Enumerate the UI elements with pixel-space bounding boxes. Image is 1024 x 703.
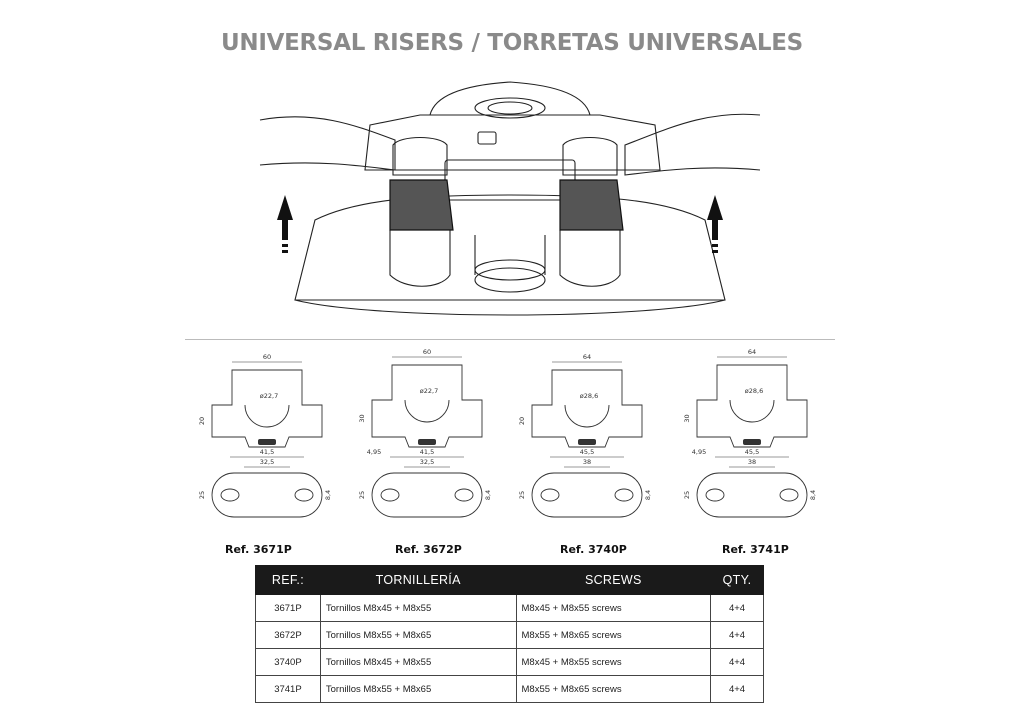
riser-body-outline xyxy=(371,364,483,448)
top-view-outline xyxy=(211,472,323,518)
mount-hole-left xyxy=(705,488,725,502)
mount-hole-left xyxy=(540,488,560,502)
bore-arc xyxy=(244,404,290,428)
cell-screws: M8x55 + M8x65 screws xyxy=(515,675,712,703)
offset-label: 4,95 xyxy=(367,448,381,456)
cell-qty: 4+4 xyxy=(710,621,764,649)
hole-spacing-outer-label: 45,5 xyxy=(745,448,759,456)
depth-label: 25 xyxy=(683,491,691,499)
mount-hole-right xyxy=(454,488,474,502)
mount-hole-left xyxy=(380,488,400,502)
cell-qty: 4+4 xyxy=(710,648,764,676)
screws-table: REF.: TORNILLERÍA SCREWS QTY. 3671P Torn… xyxy=(255,565,764,703)
header-screws: SCREWS xyxy=(515,565,712,595)
hole-diameter-label: 8,4 xyxy=(484,490,492,500)
cell-screws: M8x45 + M8x55 screws xyxy=(515,594,712,622)
table-row: 3672P Tornillos M8x55 + M8x65 M8x55 + M8… xyxy=(255,621,764,649)
brand-logo xyxy=(578,439,596,445)
header-tornilleria: TORNILLERÍA xyxy=(319,565,517,595)
brand-logo xyxy=(743,439,761,445)
ref-label-3671p: Ref. 3671P xyxy=(225,543,292,556)
hole-spacing-inner-label: 38 xyxy=(583,458,591,466)
mount-hole-left xyxy=(220,488,240,502)
top-view-outline xyxy=(531,472,643,518)
riser-body-outline xyxy=(211,369,323,448)
hole-spacing-inner-label: 32,5 xyxy=(260,458,274,466)
top-width-label: 64 xyxy=(748,348,756,356)
riser-installation-illustration xyxy=(259,81,761,316)
hole-spacing-inner-label: 32,5 xyxy=(420,458,434,466)
bore-arc xyxy=(404,399,450,423)
hole-diameter-label: 8,4 xyxy=(324,490,332,500)
hole-diameter-label: 8,4 xyxy=(809,490,817,500)
height-label: 20 xyxy=(518,417,526,425)
cell-ref: 3672P xyxy=(255,621,321,649)
hole-spacing-outer-label: 45,5 xyxy=(580,448,594,456)
top-width-label: 64 xyxy=(583,353,591,361)
ref-label-3672p: Ref. 3672P xyxy=(395,543,462,556)
depth-label: 25 xyxy=(358,491,366,499)
mount-hole-right xyxy=(614,488,634,502)
cell-ref: 3740P xyxy=(255,648,321,676)
mount-hole-right xyxy=(779,488,799,502)
technical-drawing-3672p: 60 30 ø22,7 41,5 32,5 25 8,4 4,95 xyxy=(358,348,492,518)
cell-ref: 3671P xyxy=(255,594,321,622)
brand-logo xyxy=(258,439,276,445)
cell-tornilleria: Tornillos M8x45 + M8x55 xyxy=(319,594,517,622)
top-view-outline xyxy=(696,472,808,518)
bore-label: ø22,7 xyxy=(420,387,438,395)
offset-label: 4,95 xyxy=(692,448,706,456)
table-row: 3740P Tornillos M8x45 + M8x55 M8x45 + M8… xyxy=(255,648,764,676)
top-view-outline xyxy=(371,472,483,518)
bore-label: ø28,6 xyxy=(745,387,763,395)
cell-tornilleria: Tornillos M8x45 + M8x55 xyxy=(319,648,517,676)
riser-body-outline xyxy=(531,369,643,448)
cell-tornilleria: Tornillos M8x55 + M8x65 xyxy=(319,621,517,649)
cell-qty: 4+4 xyxy=(710,594,764,622)
bore-arc xyxy=(564,404,610,428)
mount-hole-right xyxy=(294,488,314,502)
cell-tornilleria: Tornillos M8x55 + M8x65 xyxy=(319,675,517,703)
technical-drawing-3741p: 64 30 ø28,6 45,5 38 25 8,4 4,95 xyxy=(683,348,817,518)
hole-spacing-inner-label: 38 xyxy=(748,458,756,466)
hole-diameter-label: 8,4 xyxy=(644,490,652,500)
ref-label-3741p: Ref. 3741P xyxy=(722,543,789,556)
section-divider xyxy=(185,339,835,340)
depth-label: 25 xyxy=(198,491,206,499)
riser-body-outline xyxy=(696,364,808,448)
table-row: 3671P Tornillos M8x45 + M8x55 M8x45 + M8… xyxy=(255,594,764,622)
brand-logo xyxy=(418,439,436,445)
table-header-row: REF.: TORNILLERÍA SCREWS QTY. xyxy=(255,565,764,595)
height-label: 30 xyxy=(683,414,691,422)
height-label: 20 xyxy=(198,417,206,425)
header-ref: REF.: xyxy=(255,565,321,595)
bore-label: ø22,7 xyxy=(260,392,278,400)
ref-label-3740p: Ref. 3740P xyxy=(560,543,627,556)
hole-spacing-outer-label: 41,5 xyxy=(260,448,274,456)
hole-spacing-outer-label: 41,5 xyxy=(420,448,434,456)
bore-label: ø28,6 xyxy=(580,392,598,400)
top-width-label: 60 xyxy=(263,353,271,361)
depth-label: 25 xyxy=(518,491,526,499)
top-width-label: 60 xyxy=(423,348,431,356)
technical-drawing-3740p: 64 20 ø28,6 45,5 38 25 8,4 xyxy=(518,353,652,518)
cell-ref: 3741P xyxy=(255,675,321,703)
cell-screws: M8x45 + M8x55 screws xyxy=(515,648,712,676)
bore-arc xyxy=(729,399,775,423)
header-qty: QTY. xyxy=(710,565,764,595)
table-row: 3741P Tornillos M8x55 + M8x65 M8x55 + M8… xyxy=(255,675,764,703)
cell-screws: M8x55 + M8x65 screws xyxy=(515,621,712,649)
technical-drawing-3671p: 60 20 ø22,7 41,5 32,5 25 8,4 xyxy=(198,353,332,518)
height-label: 30 xyxy=(358,414,366,422)
cell-qty: 4+4 xyxy=(710,675,764,703)
page-title: UNIVERSAL RISERS / TORRETAS UNIVERSALES xyxy=(221,30,803,56)
